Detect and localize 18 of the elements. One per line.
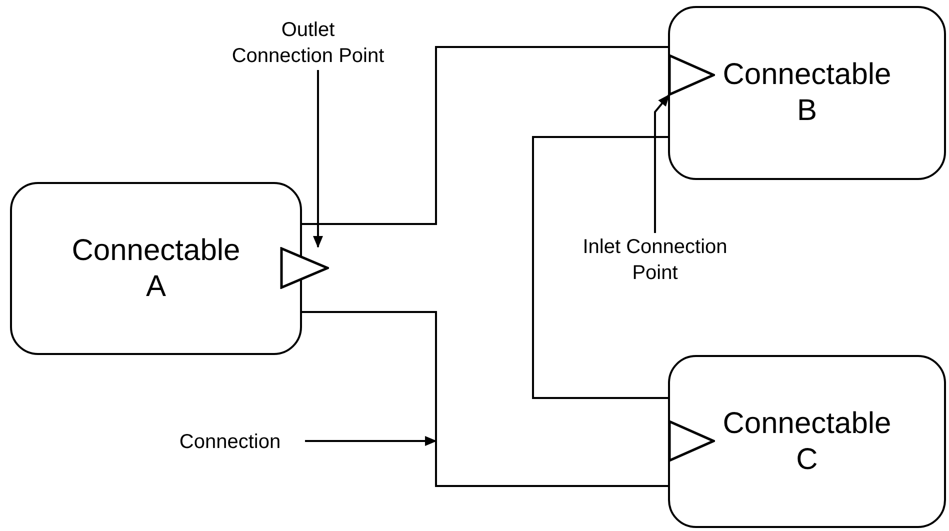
leader-arrow (313, 70, 323, 248)
connection-line (302, 311, 668, 487)
box-label: Connectable C (722, 406, 892, 478)
connection-line (532, 136, 668, 399)
connection-line (302, 46, 668, 225)
connection-point-triangle (668, 54, 714, 96)
process-box (668, 6, 946, 180)
box-label: Connectable B (722, 57, 892, 129)
annotation-label: Inlet Connection Point (570, 233, 740, 287)
box-label: Connectable A (70, 232, 242, 304)
annotation-label: Connection (155, 428, 305, 456)
process-box (668, 355, 946, 528)
connection-point-triangle (280, 247, 329, 289)
annotation-label: Outlet Connection Point (230, 16, 386, 70)
process-box (10, 182, 302, 355)
connection-point-triangle (668, 420, 714, 462)
leader-arrow (305, 436, 437, 446)
leader-arrow (654, 94, 670, 233)
